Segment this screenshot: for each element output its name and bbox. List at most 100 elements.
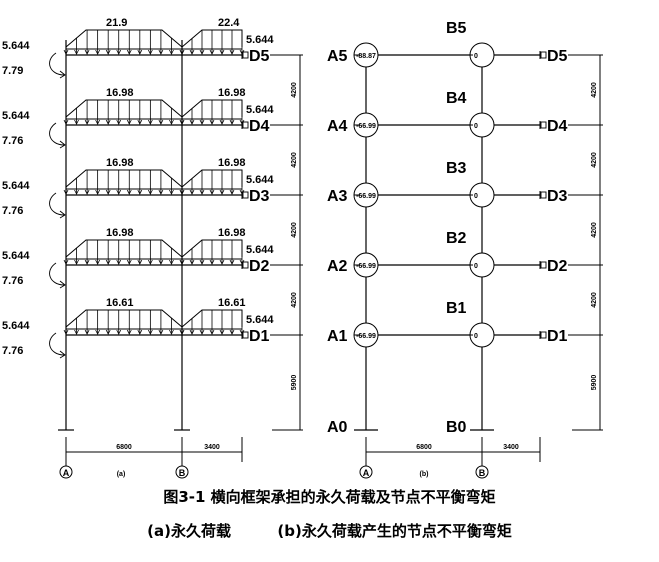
arrow-head xyxy=(74,259,79,265)
axis-label: B xyxy=(179,468,186,478)
point-load-left: 5.644 xyxy=(2,110,30,122)
node-label-b: B3 xyxy=(446,160,467,177)
moment-arrow-head xyxy=(59,70,66,79)
span-dimension-ab: 6800 xyxy=(416,444,432,451)
roller-support-icon xyxy=(540,51,547,59)
arrow-head xyxy=(148,259,153,265)
arrow-head xyxy=(137,329,143,335)
arrow-head xyxy=(158,119,164,125)
load-trapezoid-ab xyxy=(65,99,183,118)
load-value-bd: 16.61 xyxy=(218,297,246,309)
unbalanced-moment-a: -66.99 xyxy=(356,193,376,200)
axis-bubble-icon xyxy=(59,465,73,479)
unbalanced-moment-b: 0 xyxy=(474,193,478,200)
arrow-head xyxy=(179,49,185,55)
arrow-head xyxy=(189,189,195,195)
node-label-b: B4 xyxy=(446,90,467,107)
unbalanced-moment-b: 0 xyxy=(474,53,478,60)
point-load-left: 5.644 xyxy=(2,320,30,332)
arrow-head xyxy=(84,259,90,265)
span-dimension-ab: 6800 xyxy=(116,444,132,451)
arrow-head xyxy=(209,189,215,195)
story-dimension: 4200 xyxy=(591,292,598,308)
story-dimension: 4200 xyxy=(591,82,598,98)
load-trapezoid-ab xyxy=(65,29,183,48)
axis-bubble-icon xyxy=(175,465,189,479)
arrow-head xyxy=(189,119,195,125)
axis-label: A xyxy=(63,468,70,478)
arrow-head xyxy=(189,259,195,265)
story-dimension: 5900 xyxy=(291,375,298,391)
roller-support-icon xyxy=(242,121,249,129)
node-label-b: B2 xyxy=(446,230,467,247)
load-trapezoid-ab xyxy=(65,309,183,328)
arrow-head xyxy=(126,119,132,125)
subtitle-b: (b)永久荷载产生的节点不平衡弯矩 xyxy=(277,522,512,540)
point-load-right: 5.644 xyxy=(246,314,274,326)
arrow-head xyxy=(229,119,235,125)
unbalanced-moment-b: 0 xyxy=(474,333,478,340)
span-dimension-bd: 3400 xyxy=(503,444,519,451)
span-dimension-bd: 3400 xyxy=(204,444,220,451)
axis-label: B xyxy=(479,468,486,478)
load-value-ab: 16.61 xyxy=(106,297,134,309)
arrow-head xyxy=(148,49,153,55)
floor-label: D4 xyxy=(249,118,270,135)
arrow-head xyxy=(229,189,235,195)
arrow-head xyxy=(209,119,215,125)
arrow-head xyxy=(116,119,122,125)
arrow-head xyxy=(219,329,225,335)
point-load-left: 5.644 xyxy=(2,180,30,192)
arrow-head xyxy=(95,49,100,55)
roller-support-icon xyxy=(242,261,249,269)
arrow-head xyxy=(219,49,225,55)
story-dimension: 4200 xyxy=(591,222,598,238)
story-dimension: 4200 xyxy=(291,222,298,238)
load-value-bd: 22.4 xyxy=(218,17,240,29)
moment-value: 7.76 xyxy=(2,135,23,147)
arrow-head xyxy=(95,119,100,125)
arrow-head xyxy=(126,49,132,55)
story-dimension: 4200 xyxy=(291,82,298,98)
arrow-head xyxy=(63,189,69,195)
load-trapezoid-ab xyxy=(65,169,183,188)
arrow-head xyxy=(116,259,122,265)
moment-arrow-icon xyxy=(49,52,65,76)
arrow-head xyxy=(199,119,205,125)
arrow-head xyxy=(105,119,111,125)
floor-label: D1 xyxy=(249,328,270,345)
load-trapezoid-ab xyxy=(65,239,183,258)
arrow-head xyxy=(229,259,235,265)
arrow-head xyxy=(137,189,143,195)
moment-arrow-icon xyxy=(49,332,65,356)
floor-label: D5 xyxy=(249,48,270,65)
story-dimension: 4200 xyxy=(591,152,598,168)
sublabel-a: (a) xyxy=(117,471,126,478)
moment-arrow-icon xyxy=(49,262,65,286)
arrow-head xyxy=(169,119,174,125)
point-load-right: 5.644 xyxy=(246,34,274,46)
point-load-right: 5.644 xyxy=(246,104,274,116)
load-value-bd: 16.98 xyxy=(218,87,246,99)
moment-arrow-head xyxy=(59,210,66,219)
roller-support-icon xyxy=(540,191,547,199)
arrow-head xyxy=(116,189,122,195)
load-value-ab: 21.9 xyxy=(106,17,127,29)
roller-support-icon xyxy=(540,261,547,269)
arrow-head xyxy=(148,189,153,195)
moment-value: 7.76 xyxy=(2,275,23,287)
figure-subtitles: (a)永久荷载 (b)永久荷载产生的节点不平衡弯矩 xyxy=(0,520,659,541)
arrow-head xyxy=(199,259,205,265)
unbalanced-moment-a: -66.99 xyxy=(356,333,376,340)
story-dimension: 4200 xyxy=(291,292,298,308)
arrow-head xyxy=(126,259,132,265)
arrow-head xyxy=(209,329,215,335)
node-label-d: D1 xyxy=(547,328,568,345)
arrow-head xyxy=(95,189,100,195)
roller-support-icon xyxy=(242,331,249,339)
axis-label: A xyxy=(363,468,370,478)
arrow-head xyxy=(63,119,69,125)
